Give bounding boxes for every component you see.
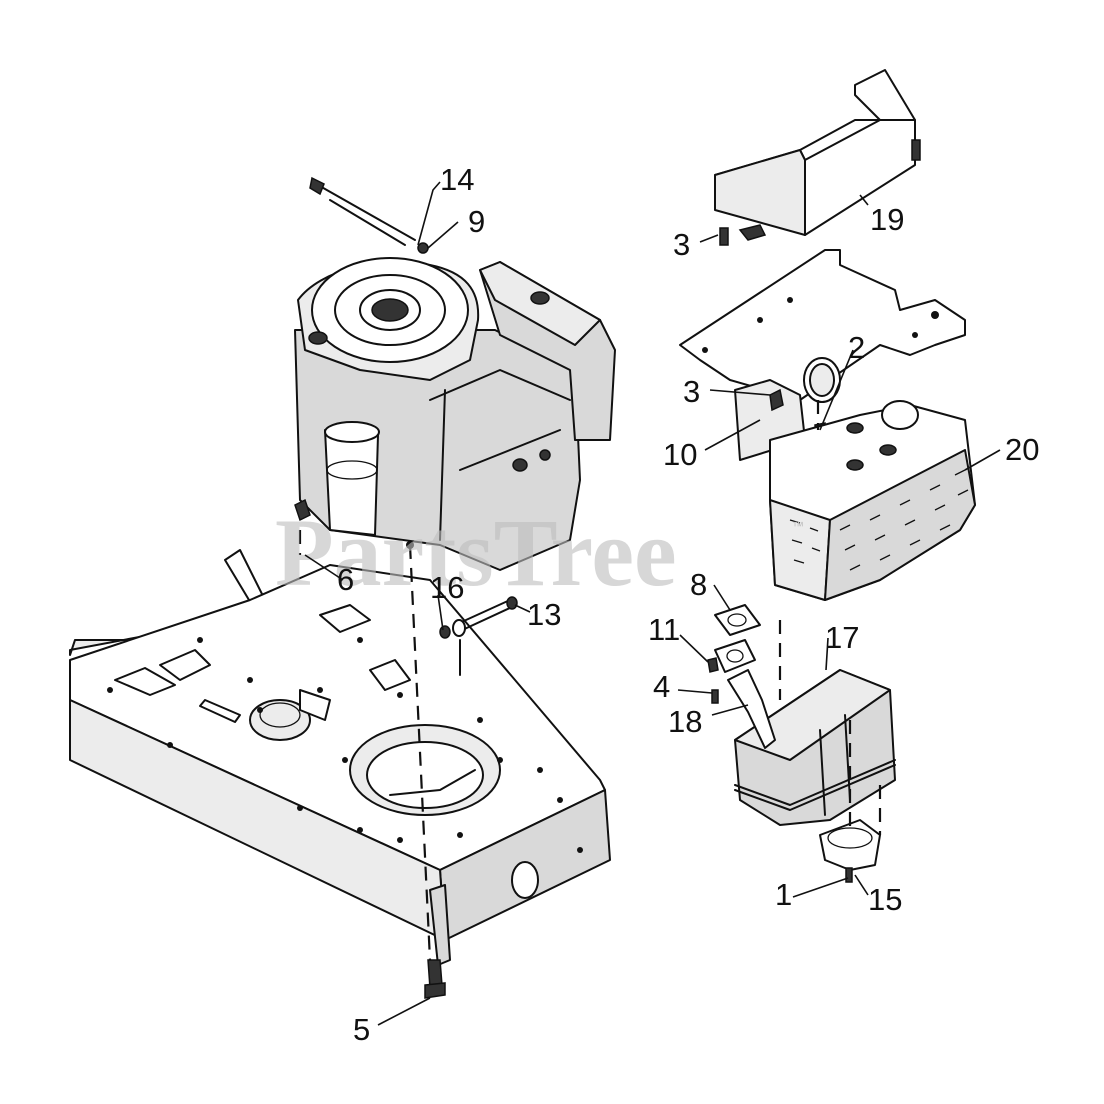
- callout-11: 11: [648, 612, 680, 647]
- frame-holes: [107, 541, 583, 853]
- callout-5: 5: [353, 1012, 370, 1047]
- pivot-bolt: [439, 596, 518, 676]
- guard-vents: [789, 469, 969, 571]
- muffler-guard-20: [769, 400, 976, 601]
- callout-labels: 14 9 3 19 2 3 10 20 8 11 4 18 17 1 15 6 …: [337, 162, 1039, 1047]
- callout-13: 13: [527, 597, 561, 632]
- callout-3-mid: 3: [683, 374, 700, 409]
- callout-2: 2: [848, 330, 865, 365]
- callout-18: 18: [668, 704, 702, 739]
- callout-17: 17: [825, 620, 859, 655]
- dipstick-tube: [309, 176, 429, 254]
- callout-1: 1: [775, 877, 792, 912]
- callout-19: 19: [870, 202, 904, 237]
- callout-8: 8: [690, 567, 707, 602]
- muffler-17: [707, 604, 896, 883]
- watermark-tm: ™: [792, 519, 804, 533]
- callout-4: 4: [653, 669, 670, 704]
- callout-20: 20: [1005, 432, 1039, 467]
- callout-14: 14: [440, 162, 474, 197]
- watermark: PartsTree ™: [275, 499, 804, 606]
- heat-shield-19: [714, 69, 921, 246]
- alignment-lines: [298, 400, 882, 961]
- chassis-frame: [69, 541, 611, 999]
- engine-assembly: [294, 257, 616, 571]
- watermark-text: PartsTree: [275, 499, 677, 606]
- callout-16: 16: [430, 570, 464, 605]
- callout-6: 6: [337, 562, 354, 597]
- callout-leaders: [304, 181, 1001, 1026]
- callout-15: 15: [868, 882, 902, 917]
- callout-10: 10: [663, 437, 697, 472]
- callout-3-top: 3: [673, 227, 690, 262]
- callout-9: 9: [468, 204, 485, 239]
